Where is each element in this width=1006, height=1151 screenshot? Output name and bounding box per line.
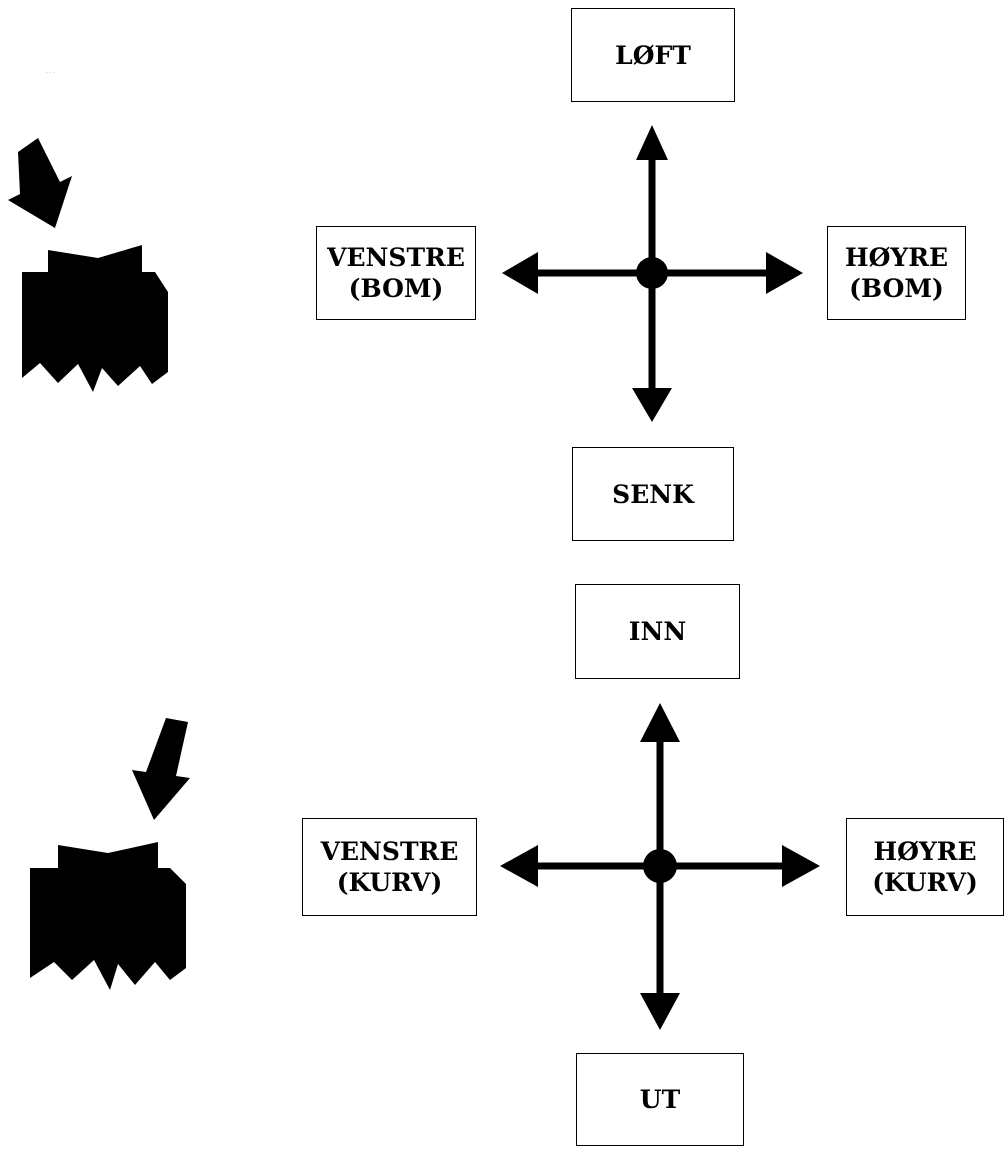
label-left-basket-line2: (KURV)	[336, 868, 443, 897]
label-out-text: UT	[639, 1085, 681, 1114]
label-left-boom: VENSTRE (BOM)	[316, 226, 476, 320]
down-arrow-icon	[8, 138, 72, 228]
joystick-lever-icon	[22, 245, 168, 392]
label-right-basket: HØYRE (KURV)	[846, 818, 1004, 916]
label-right-basket-line2: (KURV)	[872, 868, 978, 897]
label-lift: LØFT	[571, 8, 735, 102]
crosshair-arrows-icon	[500, 703, 820, 1030]
label-left-basket-line1: VENSTRE	[320, 837, 459, 866]
label-right-boom-line2: (BOM)	[849, 274, 944, 303]
scan-speck: · · ·	[46, 70, 56, 77]
label-in-text: INN	[628, 617, 687, 646]
basket-panel	[30, 703, 820, 1030]
label-out: UT	[576, 1053, 744, 1146]
label-right-boom-line1: HØYRE	[844, 243, 949, 272]
label-lower-text: SENK	[612, 479, 694, 509]
boom-panel	[8, 125, 803, 422]
label-left-boom-line1: VENSTRE	[327, 243, 465, 272]
down-arrow-icon	[132, 718, 190, 820]
label-lower: SENK	[572, 447, 734, 541]
crosshair-arrows-icon	[502, 125, 803, 422]
label-right-basket-line1: HØYRE	[873, 837, 977, 866]
label-in: INN	[575, 584, 740, 679]
label-lift-text: LØFT	[615, 40, 691, 70]
joystick-lever-icon	[30, 842, 186, 990]
label-left-boom-line2: (BOM)	[348, 274, 444, 303]
label-right-boom: HØYRE (BOM)	[827, 226, 966, 320]
label-left-basket: VENSTRE (KURV)	[302, 818, 477, 916]
